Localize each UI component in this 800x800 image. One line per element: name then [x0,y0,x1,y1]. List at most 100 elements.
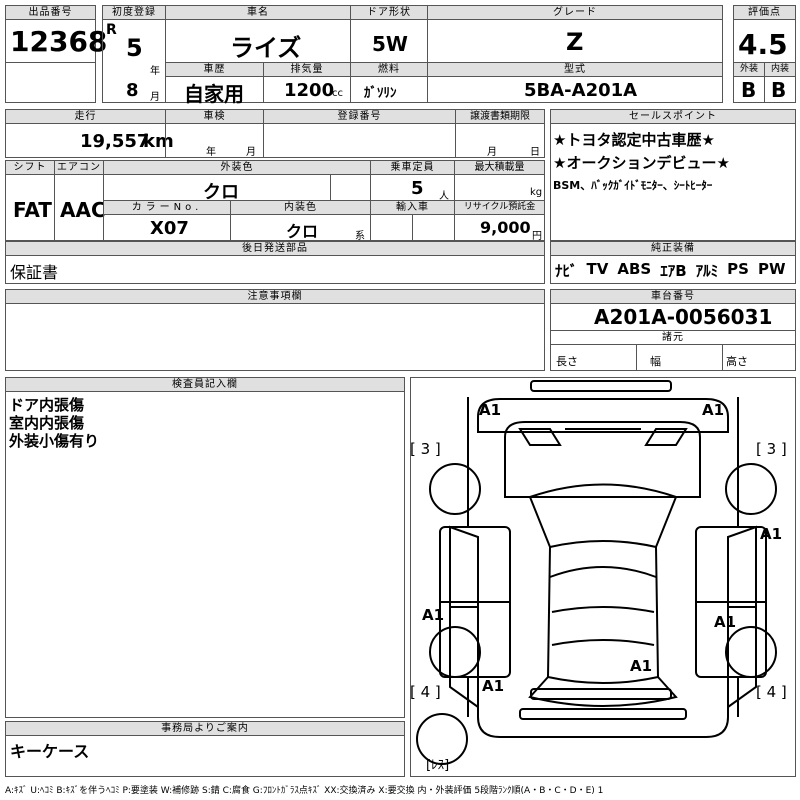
inspector-box [5,391,405,718]
spare-tire-label: [ﾚｽ] [426,758,449,773]
dims-label: 諸元 [550,330,796,345]
inspection-month-unit: 月 [246,147,256,158]
plate-box [263,123,456,158]
equipment-list: ﾅﾋﾞ TV ABS ｴｱB ｱﾙﾐ PS PW [555,260,786,281]
plate-label: 登録番号 [263,109,456,124]
max-load-label: 最大積載量 [454,160,545,175]
exterior-color-value: クロ [203,182,239,203]
interior-score-label: 内装 [764,62,796,77]
car-name: ライズ [230,34,302,62]
interior-color-value: クロ [286,222,319,241]
inspector-line: ドア内張傷 [9,396,85,414]
selling-point-line: ★オークションデビュー★ [553,154,730,172]
inspection-year-unit: 年 [206,147,216,158]
recycle-label: リサイクル預託金 [454,200,545,215]
door-label: ドア形状 [350,5,428,20]
transfer-deadline-label: 譲渡書類期限 [455,109,545,124]
interior-color-label: 内装色 [230,200,371,215]
transfer-month-unit: 月 [487,147,497,158]
exterior-color-divider [330,174,371,201]
equipment-item: ABS [617,260,652,278]
selling-point-line: ★トヨタ認定中古車歴★ [553,131,715,149]
chassis-label: 車台番号 [550,289,796,304]
displacement-unit: cc [332,88,343,99]
grade-value: Z [566,28,584,56]
lot-blank-box [5,62,96,103]
length-label: 長さ [556,355,578,368]
damage-mark: A1 [482,677,504,695]
model-value: 5BA-A201A [524,80,638,101]
ac-value: AAC [60,198,106,222]
damage-mark: A1 [760,525,782,543]
capacity-value: 5 [411,178,424,199]
office-label: 事務局よりご案内 [5,721,405,736]
mileage-label: 走行 [5,109,166,124]
model-label: 型式 [427,62,723,77]
office-box [5,735,405,777]
chassis-number: A201A-0056031 [594,305,773,329]
max-load-unit: kg [530,187,543,198]
height-label: 高さ [726,355,748,368]
score-value: 4.5 [738,28,788,61]
history-value: 自家用 [184,82,244,106]
equipment-item: PS [727,260,749,278]
ac-label: エアコン [54,160,104,175]
car-diagram: A1 A1 A1 A1 A1 A1 A1 A1 [ 3 ] [ 3 ] [ 4 … [410,380,787,773]
selling-point-line: BSM、ﾊﾞｯｸｶﾞｲﾄﾞﾓﾆﾀｰ、ｼｰﾄﾋｰﾀｰ [553,179,713,192]
mileage-unit: km [143,131,174,152]
recycle-value: 9,000 [480,218,531,237]
exterior-score: B [741,78,757,102]
month-unit: 月 [150,92,160,103]
color-number-value: X07 [150,218,189,239]
transfer-deadline-box [455,123,545,158]
model-box [427,76,723,103]
equipment-label: 純正装備 [550,241,796,256]
selling-points-box [550,123,796,241]
exterior-color-label: 外装色 [103,160,371,175]
import-label: 輸入車 [370,200,455,215]
displacement-label: 排気量 [263,62,351,77]
damage-mark: A1 [479,401,501,419]
mileage-value: 19,557 [80,131,150,152]
inspector-line: 室内内張傷 [9,414,85,432]
equipment-item: ﾅﾋﾞ [555,262,578,280]
interior-color-unit: 系 [355,231,365,242]
tire-rear-right: [ 4 ] [756,683,787,701]
notes-box [5,303,545,371]
tire-front-right: [ 3 ] [756,440,787,458]
score-label: 評価点 [733,5,796,20]
damage-mark: A1 [714,613,736,631]
grade-label: グレード [427,5,723,20]
recycle-box [454,214,545,241]
inspection-label: 車検 [165,109,264,124]
door-value: 5W [372,32,408,56]
tire-front-left: [ 3 ] [410,440,441,458]
shift-label: シフト [5,160,55,175]
notes-label: 注意事項欄 [5,289,545,304]
equipment-item: TV [586,260,609,278]
fuel-value: ｶﾞｿﾘﾝ [364,86,397,101]
equipment-item: PW [757,260,786,278]
lot-number: 12368 [10,25,108,58]
capacity-unit: 人 [439,191,449,202]
later-parts-box [5,255,545,284]
car-name-label: 車名 [165,5,351,20]
later-parts-value: 保証書 [10,263,59,282]
tire-rear-left: [ 4 ] [410,683,441,701]
damage-mark: A1 [422,606,444,624]
legend: A:ｷｽﾞ U:ﾍｺﾐ B:ｷｽﾞを伴うﾍｺﾐ P:要塗装 W:補修跡 S:錆 … [5,786,604,796]
registration-year: 5 [126,34,143,62]
era-letter: R [106,22,117,38]
office-value: キーケース [10,742,90,761]
equipment-box [550,255,796,284]
first-registration-label: 初度登録 [102,5,166,20]
selling-points-label: セールスポイント [550,109,796,124]
displacement-value: 1200 [284,80,335,101]
year-unit: 年 [150,66,160,77]
transfer-day-unit: 日 [530,147,540,158]
import-divider [412,214,455,241]
inspector-line: 外装小傷有り [9,432,100,450]
color-number-label: カラーNo. [103,200,231,215]
later-parts-label: 後日発送部品 [5,241,545,256]
width-label: 幅 [650,355,661,368]
